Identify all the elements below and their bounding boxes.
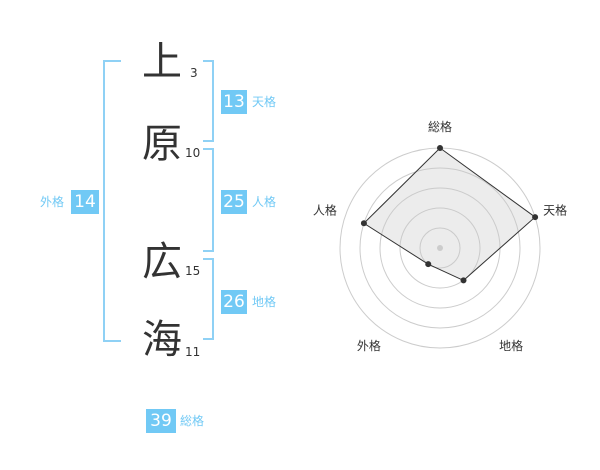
name-char-3: 広 xyxy=(142,239,182,285)
tenkaku-label: 天格 xyxy=(252,95,277,109)
radar-point-1 xyxy=(437,145,443,151)
chikaku-label: 地格 xyxy=(252,295,277,309)
name-char-2: 原 xyxy=(142,121,182,167)
radar-axis-label-2: 天格 xyxy=(543,203,567,218)
stroke-count-2: 10 xyxy=(185,146,201,160)
name-char-1: 上 xyxy=(142,39,182,85)
radar-axis-label-4: 外格 xyxy=(357,338,381,353)
stroke-count-1: 3 xyxy=(190,66,198,80)
jinkaku-value: 25 xyxy=(221,190,247,214)
radar-axis-label-3: 地格 xyxy=(499,338,523,353)
jinkaku-bracket xyxy=(203,148,214,252)
radar-point-3 xyxy=(460,277,467,284)
gaikaku-value: 14 xyxy=(71,190,99,214)
radar-axis-label-5: 人格 xyxy=(313,203,337,218)
radar-grid-ring xyxy=(359,167,521,329)
tenkaku-value: 13 xyxy=(221,90,247,114)
gaikaku-label: 外格 xyxy=(40,195,65,209)
gaikaku-bracket xyxy=(103,60,121,342)
soukaku-value: 39 xyxy=(146,409,176,433)
radar-point-5 xyxy=(360,220,367,227)
chikaku-value: 26 xyxy=(221,290,247,314)
radar-grid-ring xyxy=(399,207,481,289)
chikaku-bracket xyxy=(203,258,214,340)
radar-grid-ring xyxy=(419,227,461,269)
stroke-count-4: 11 xyxy=(185,345,201,359)
radar-point-2 xyxy=(532,214,539,221)
soukaku-label: 総格 xyxy=(180,414,205,428)
jinkaku-label: 人格 xyxy=(252,195,277,209)
radar-point-4 xyxy=(425,261,432,268)
radar-center xyxy=(437,245,443,251)
name-char-4: 海 xyxy=(142,317,182,363)
radar-series-area xyxy=(363,147,536,281)
stroke-count-3: 15 xyxy=(185,264,201,278)
radar-axis-label-1: 総格 xyxy=(428,119,452,134)
tenkaku-bracket xyxy=(203,60,214,142)
